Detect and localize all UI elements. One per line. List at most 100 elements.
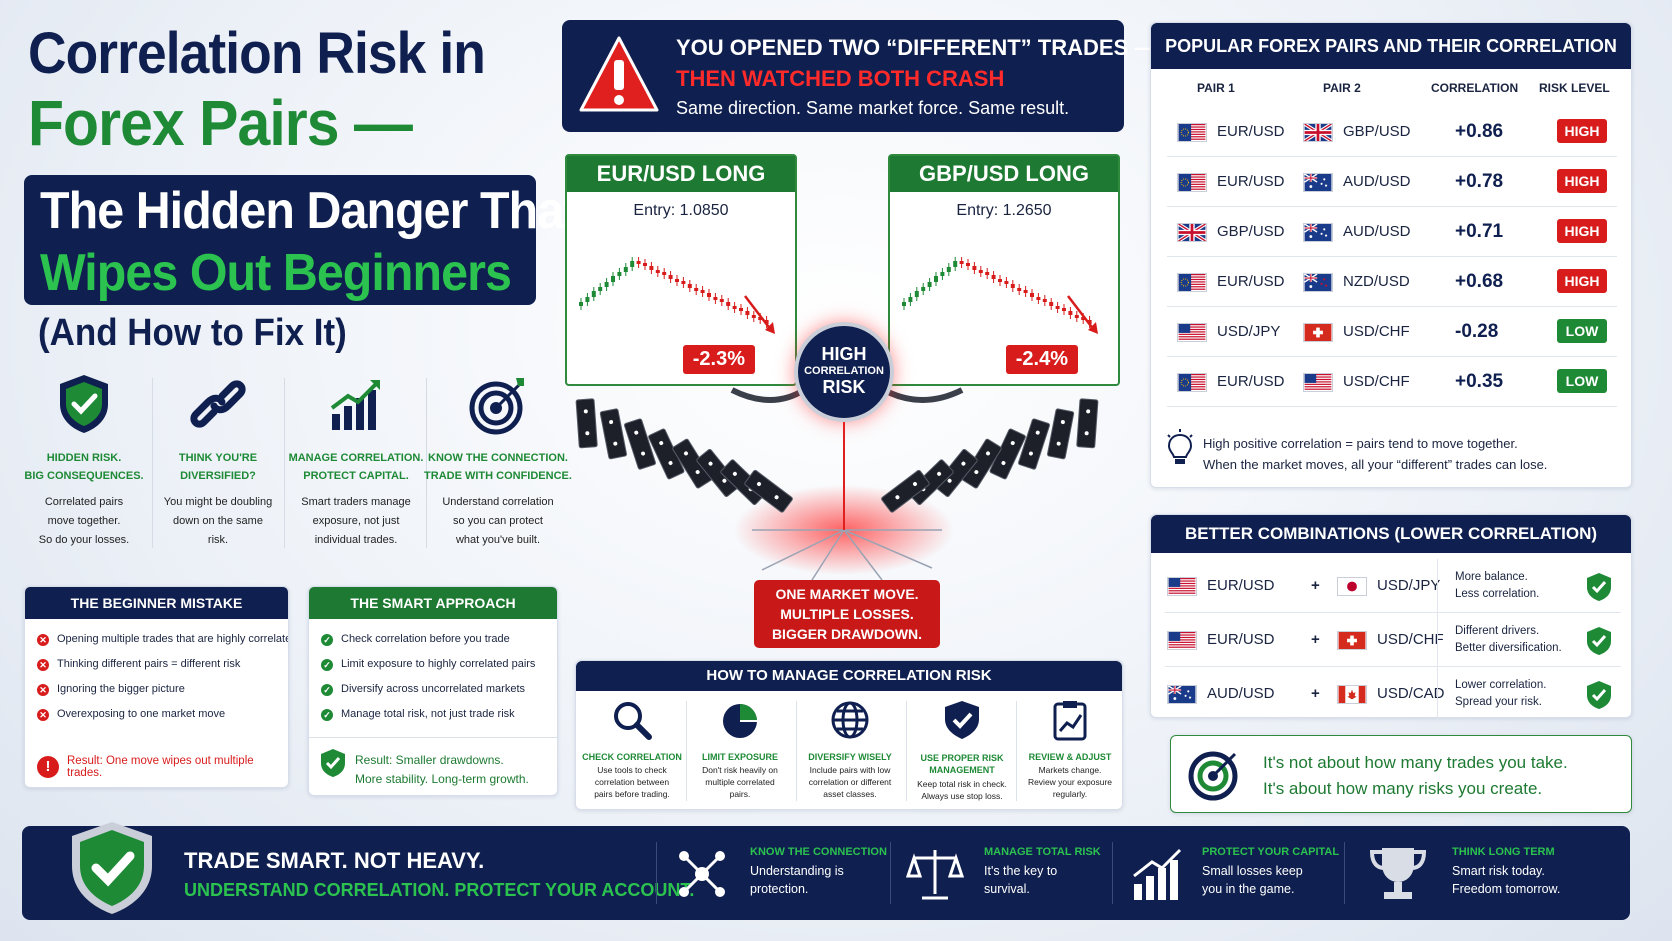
us-flag-icon [1177, 322, 1207, 342]
feature-hidden-risk: HIDDEN RISK. BIG CONSEQUENCES. Correlate… [14, 372, 154, 550]
pair2-cell: AUD/USD [1303, 157, 1411, 207]
x-icon: ✕ [37, 633, 49, 646]
risk-cell: LOW [1557, 357, 1607, 407]
pair2-cell: USD/JPY [1337, 559, 1440, 613]
us-flag-icon [1167, 576, 1197, 596]
table-heading: POPULAR FOREX PAIRS AND THEIR CORRELATIO… [1151, 23, 1631, 69]
divider [1344, 842, 1345, 904]
risk-badge: HIGH [1557, 169, 1607, 193]
title-line4: (And How to Fix It) [38, 312, 347, 354]
column-header: CORRELATION [1431, 81, 1519, 95]
trade-change: -2.3% [682, 345, 755, 374]
pair1-cell: AUD/USD [1167, 667, 1275, 721]
shield-check-icon [945, 701, 979, 739]
alert-banner: YOU OPENED TWO “DIFFERENT” TRADES — THEN… [562, 20, 1156, 132]
title-box: The Hidden Danger That Wipes Out Beginne… [24, 175, 579, 305]
divider [426, 378, 427, 548]
eu-us-flag-icon [1177, 172, 1207, 192]
list-item: ✓Manage total risk, not just trade risk [321, 702, 545, 727]
eu-us-flag-icon [1177, 122, 1207, 142]
mistake-list: ✕Opening multiple trades that are highly… [25, 619, 288, 735]
trade-card-eurusd: EUR/USD LONG Entry: 1.0850 -2.3% [565, 154, 797, 386]
pair2-cell: NZD/USD [1303, 257, 1410, 307]
divider [686, 701, 687, 801]
check-cell [1585, 667, 1613, 721]
correlation-table: POPULAR FOREX PAIRS AND THEIR CORRELATIO… [1150, 22, 1632, 488]
chain-link-icon [190, 380, 246, 428]
bottom-line1: TRADE SMART. NOT HEAVY. [184, 848, 485, 873]
growth-chart-icon [330, 380, 380, 430]
divider [796, 701, 797, 801]
panel-heading: BETTER COMBINATIONS (LOWER CORRELATION) [1151, 515, 1631, 553]
candlestick-chart [902, 257, 1098, 334]
pair2-cell: USD/CHF [1303, 357, 1410, 407]
pair2-cell: USD/CHF [1337, 613, 1444, 667]
pair1-cell: EUR/USD [1167, 613, 1275, 667]
risk-badge: HIGH [1557, 219, 1607, 243]
column-header: PAIR 2 [1323, 81, 1361, 95]
feature-manage: MANAGE CORRELATION. PROTECT CAPITAL. Sma… [286, 372, 426, 550]
us-flag-icon [1303, 372, 1333, 392]
pair2-cell: USD/CHF [1303, 307, 1410, 357]
title-line2: Forex Pairs — [28, 87, 413, 159]
ch-flag-icon [1337, 630, 1367, 650]
dominoes-illustration [575, 387, 1099, 580]
feature-body: Understand correlation so you can protec… [442, 496, 554, 546]
panel-heading: THE BEGINNER MISTAKE [25, 587, 288, 619]
divider [1016, 701, 1017, 801]
how-item: REVIEW & ADJUST Markets change. Review y… [1018, 699, 1122, 800]
risk-cell: HIGH [1557, 157, 1607, 207]
high-correlation-badge: HIGH CORRELATION RISK [794, 322, 894, 422]
risk-cell: HIGH [1557, 207, 1607, 257]
quote-text: It's not about how many trades you take.… [1263, 753, 1568, 798]
feature-heading: KNOW THE CONNECTION. TRADE WITH CONFIDEN… [424, 452, 572, 482]
risk-cell: HIGH [1557, 257, 1607, 307]
au-flag-icon [1303, 222, 1333, 242]
shield-check-icon [1587, 573, 1611, 601]
feature-heading: HIDDEN RISK. BIG CONSEQUENCES. [24, 452, 144, 482]
nz-flag-icon [1303, 272, 1333, 292]
warning-icon: ! [37, 756, 59, 778]
pair2-cell: USD/CAD [1337, 667, 1445, 721]
bottom-item: PROTECT YOUR CAPITAL Small losses keep y… [1202, 846, 1340, 896]
divider [656, 842, 657, 904]
pair1-cell: EUR/USD [1177, 157, 1285, 207]
correlation-note: High positive correlation = pairs tend t… [1203, 436, 1548, 472]
x-icon: ✕ [37, 683, 49, 696]
mistake-result: ! Result: One move wipes out multiple tr… [37, 755, 288, 779]
pair1-cell: EUR/USD [1167, 559, 1275, 613]
target-icon [1188, 751, 1238, 801]
bottom-banner: TRADE SMART. NOT HEAVY. UNDERSTAND CORRE… [22, 822, 1630, 920]
risk-badge: LOW [1557, 369, 1607, 393]
correlation-value: -0.28 [1455, 321, 1499, 342]
feature-diversified: THINK YOU'RE DIVERSIFIED? You might be d… [148, 372, 288, 550]
column-header: PAIR 1 [1197, 81, 1235, 95]
ch-flag-icon [1303, 322, 1333, 342]
divider [890, 842, 891, 904]
check-cell [1585, 559, 1613, 613]
feature-heading: MANAGE CORRELATION. PROTECT CAPITAL. [288, 452, 424, 482]
trade-title: EUR/USD LONG [567, 156, 795, 192]
title-box-line1: The Hidden Danger That [40, 182, 579, 240]
eu-us-flag-icon [1177, 272, 1207, 292]
list-item: ✓Diversify across uncorrelated markets [321, 677, 545, 702]
list-item: ✕Overexposing to one market move [37, 702, 276, 727]
check-cell [1585, 613, 1613, 667]
title-line1: Correlation Risk in [28, 21, 486, 86]
pair2-cell: GBP/USD [1303, 107, 1411, 157]
scales-icon [906, 850, 964, 900]
plus-sign: + [1311, 685, 1320, 702]
bottom-item: KNOW THE CONNECTION Understanding is pro… [750, 846, 887, 896]
check-icon: ✓ [321, 658, 333, 671]
shield-check-icon [1587, 627, 1611, 655]
eu-us-flag-icon [1177, 372, 1207, 392]
shield-check-icon [72, 822, 152, 914]
trade-title: GBP/USD LONG [890, 156, 1118, 192]
